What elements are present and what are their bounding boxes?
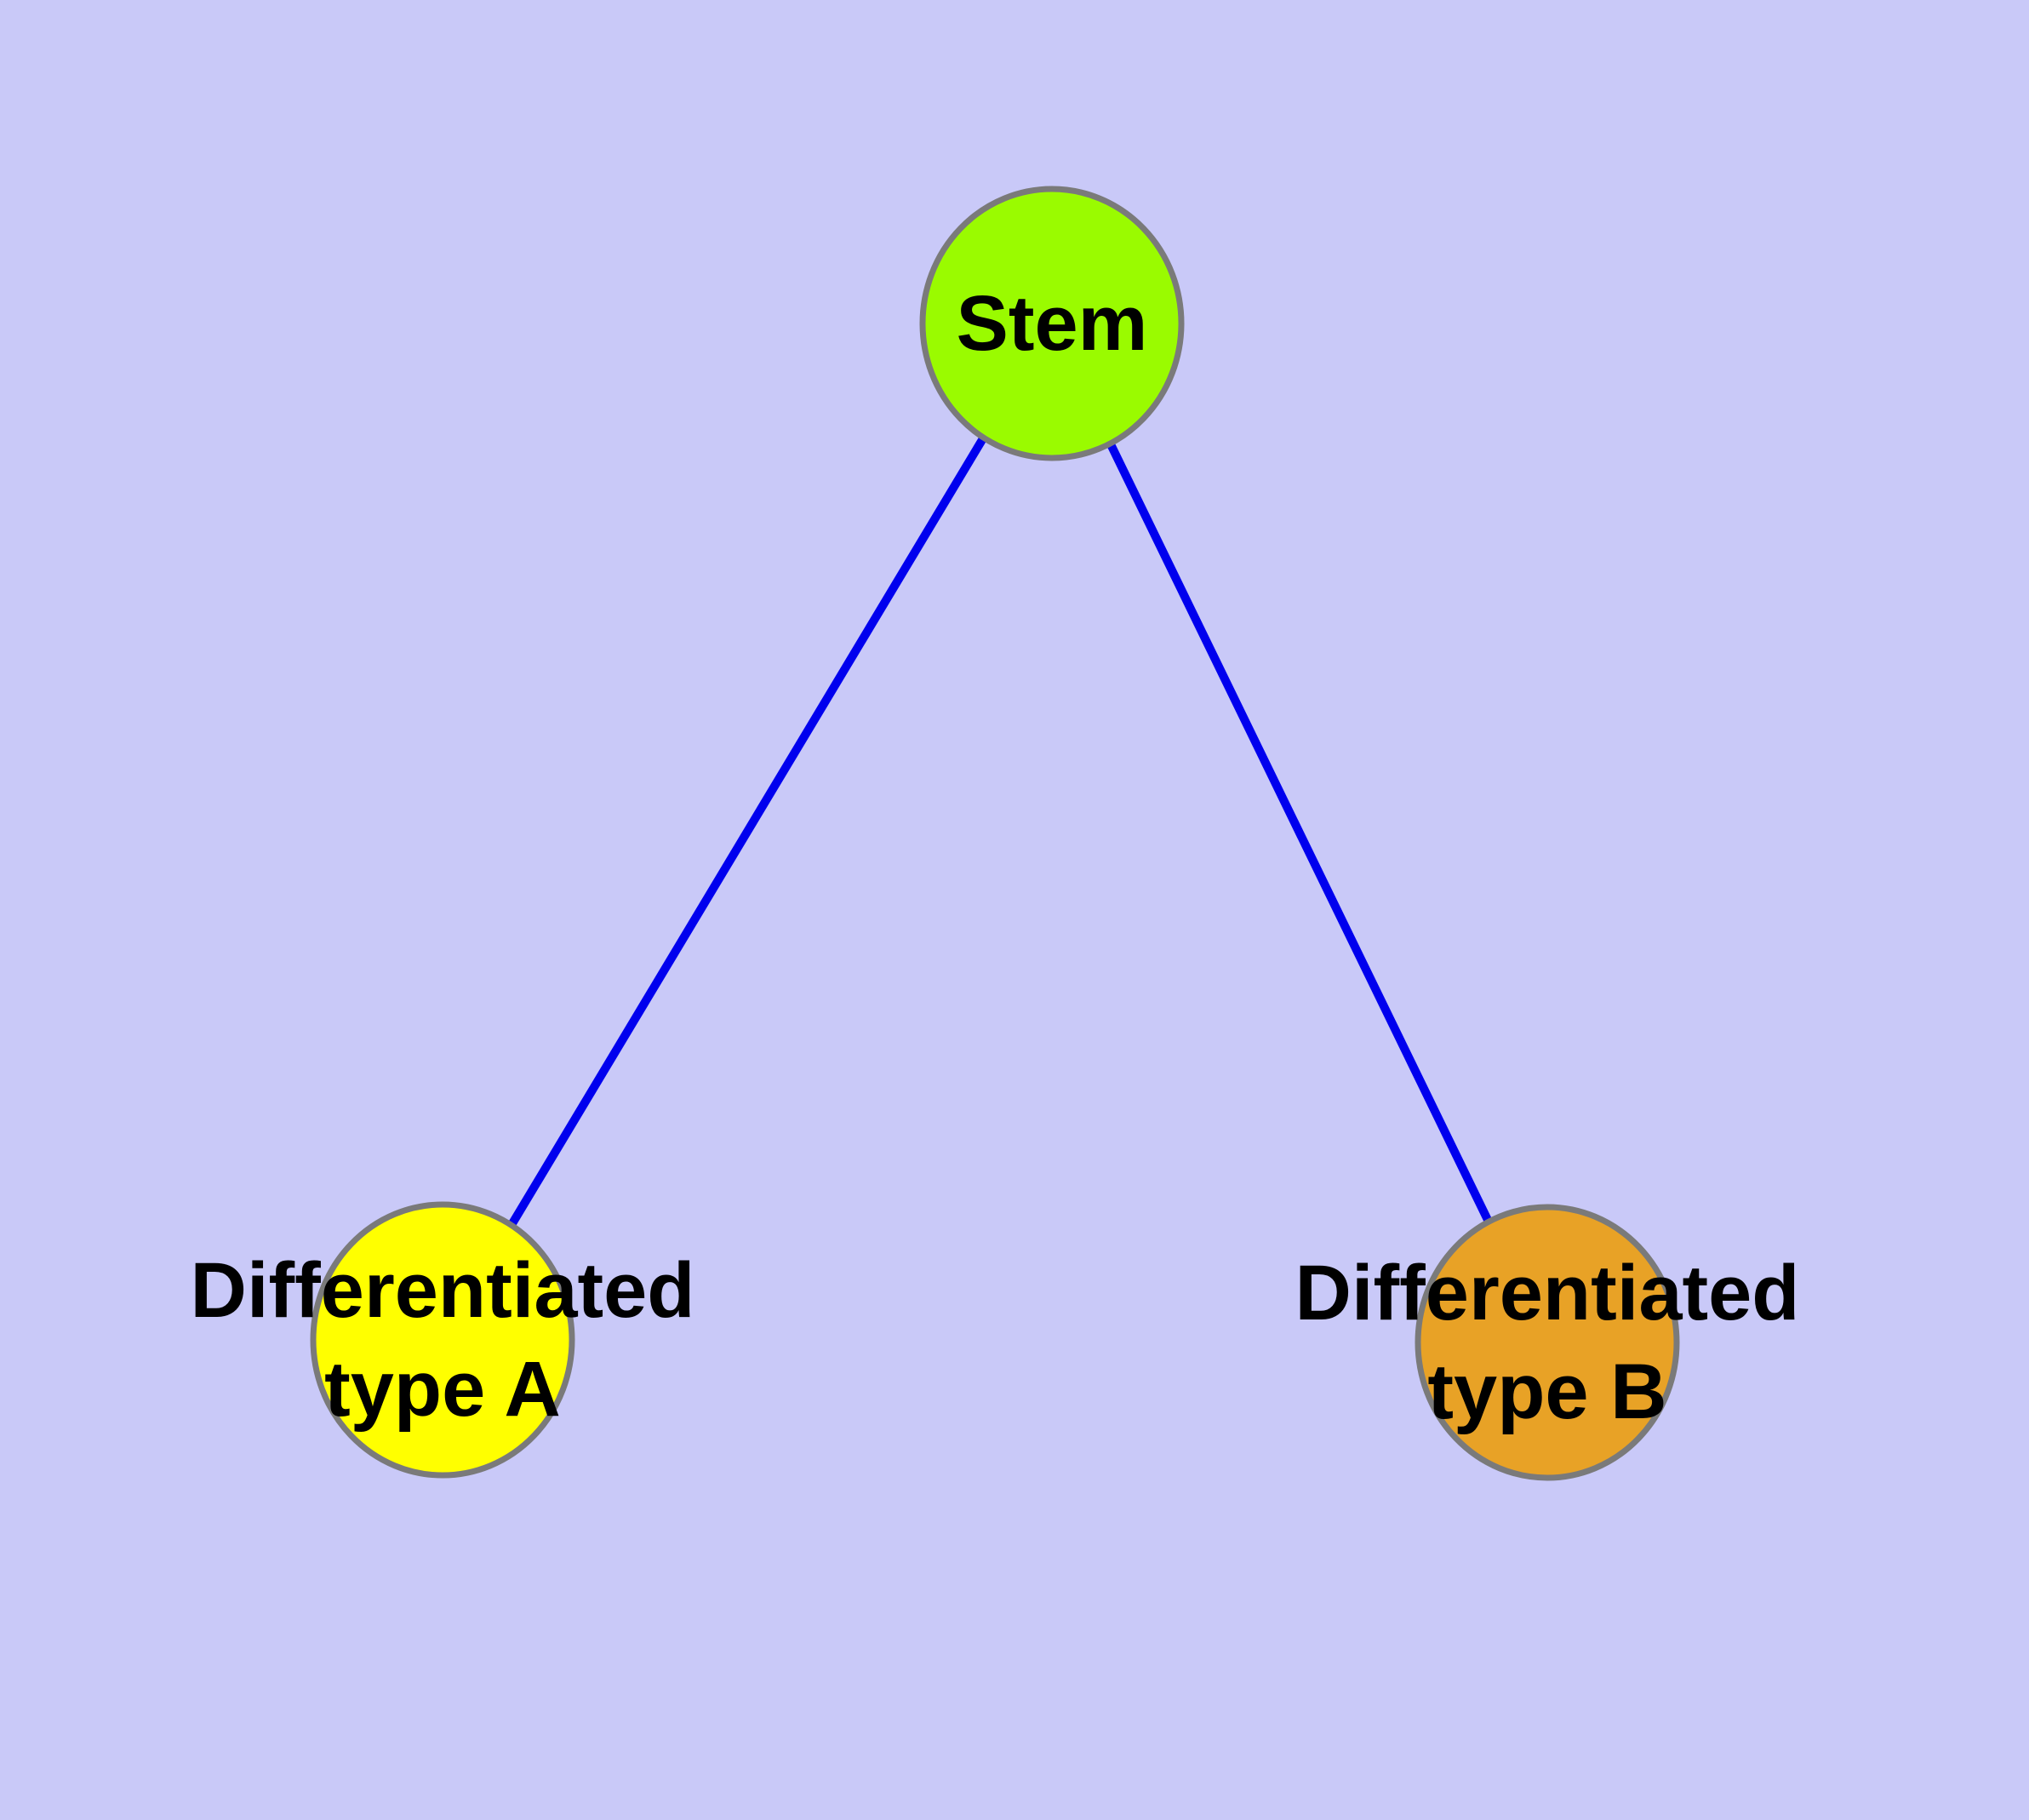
- node-type-a: [310, 1201, 575, 1479]
- node-type-a-label-line1: Differentiated: [191, 1247, 695, 1334]
- node-type-b-label-line2: type B: [1427, 1348, 1666, 1435]
- node-type-a-label-line2: type A: [324, 1346, 561, 1433]
- node-type-b-label-line1: Differentiated: [1295, 1250, 1800, 1336]
- node-stem-label: Stem: [957, 280, 1148, 367]
- edge-stem-to-type-a: [438, 321, 1056, 1342]
- node-type-b: [1415, 1204, 1680, 1481]
- node-stem: [919, 186, 1185, 461]
- edge-stem-to-type-b: [1048, 321, 1552, 1345]
